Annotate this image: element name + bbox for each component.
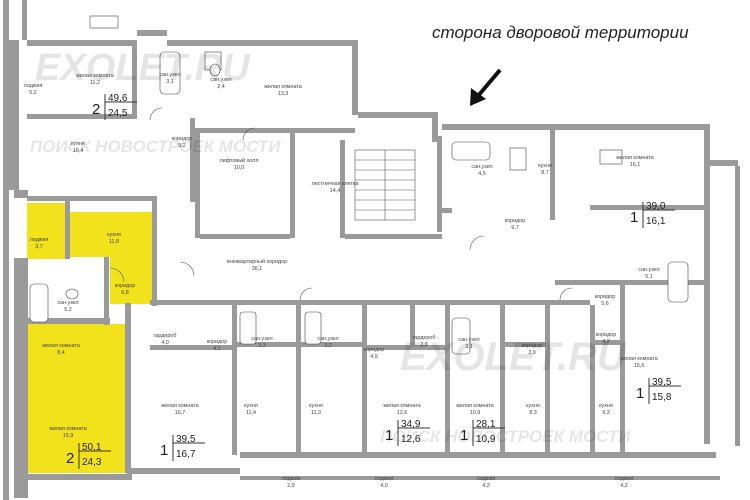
doors — [109, 107, 573, 301]
highlighted-apartment — [27, 203, 156, 473]
svg-text:24,5: 24,5 — [108, 108, 128, 119]
arrow-down-left-icon — [470, 68, 502, 106]
outer-walls — [3, 0, 740, 500]
svg-text:12,6: 12,6 — [401, 434, 421, 445]
svg-text:1: 1 — [160, 442, 168, 459]
svg-text:49,6: 49,6 — [108, 93, 128, 104]
plumbing-fixtures — [29, 15, 689, 355]
svg-text:16,7: 16,7 — [176, 449, 196, 460]
watermark: EXOLET.RU — [35, 47, 251, 89]
svg-text:39,5: 39,5 — [652, 377, 672, 388]
svg-text:16,1: 16,1 — [646, 216, 666, 227]
svg-text:1: 1 — [460, 427, 468, 444]
svg-text:10,9: 10,9 — [476, 434, 496, 445]
apartment-badge: 1 39,0 16,1 — [630, 201, 675, 228]
svg-text:2: 2 — [66, 450, 74, 467]
svg-text:50,1: 50,1 — [82, 442, 102, 453]
apartment-badge: 1 28,1 10,9 — [460, 419, 505, 446]
watermark: ПОИСК НОВОСТРОЕК МОСТИ — [380, 427, 631, 446]
apartment-badge: 2 50,1 24,3 — [66, 442, 111, 469]
svg-text:2: 2 — [92, 101, 100, 118]
svg-text:1: 1 — [385, 427, 393, 444]
apartment-badge: 1 39,5 15,8 — [636, 377, 681, 404]
watermark: ПОИСК НОВОСТРОЕК МОСТИ — [30, 137, 281, 156]
svg-text:1: 1 — [630, 209, 638, 226]
svg-text:28,1: 28,1 — [476, 419, 496, 430]
staircase — [354, 149, 416, 221]
watermark: EXOLET.RU — [400, 335, 627, 379]
apartment-badge: 1 34,9 12,6 — [385, 419, 430, 446]
svg-text:39,5: 39,5 — [176, 434, 196, 445]
svg-text:34,9: 34,9 — [401, 419, 421, 430]
svg-text:1: 1 — [636, 385, 644, 402]
svg-text:39,0: 39,0 — [646, 201, 666, 212]
direction-note: сторона дворовой территории — [432, 23, 689, 42]
apartment-badge: 2 49,6 24,5 — [92, 93, 137, 120]
interior-walls — [22, 46, 704, 473]
svg-text:24,3: 24,3 — [82, 457, 102, 468]
svg-text:15,8: 15,8 — [652, 392, 672, 403]
apartment-badge: 1 39,5 16,7 — [160, 434, 205, 461]
